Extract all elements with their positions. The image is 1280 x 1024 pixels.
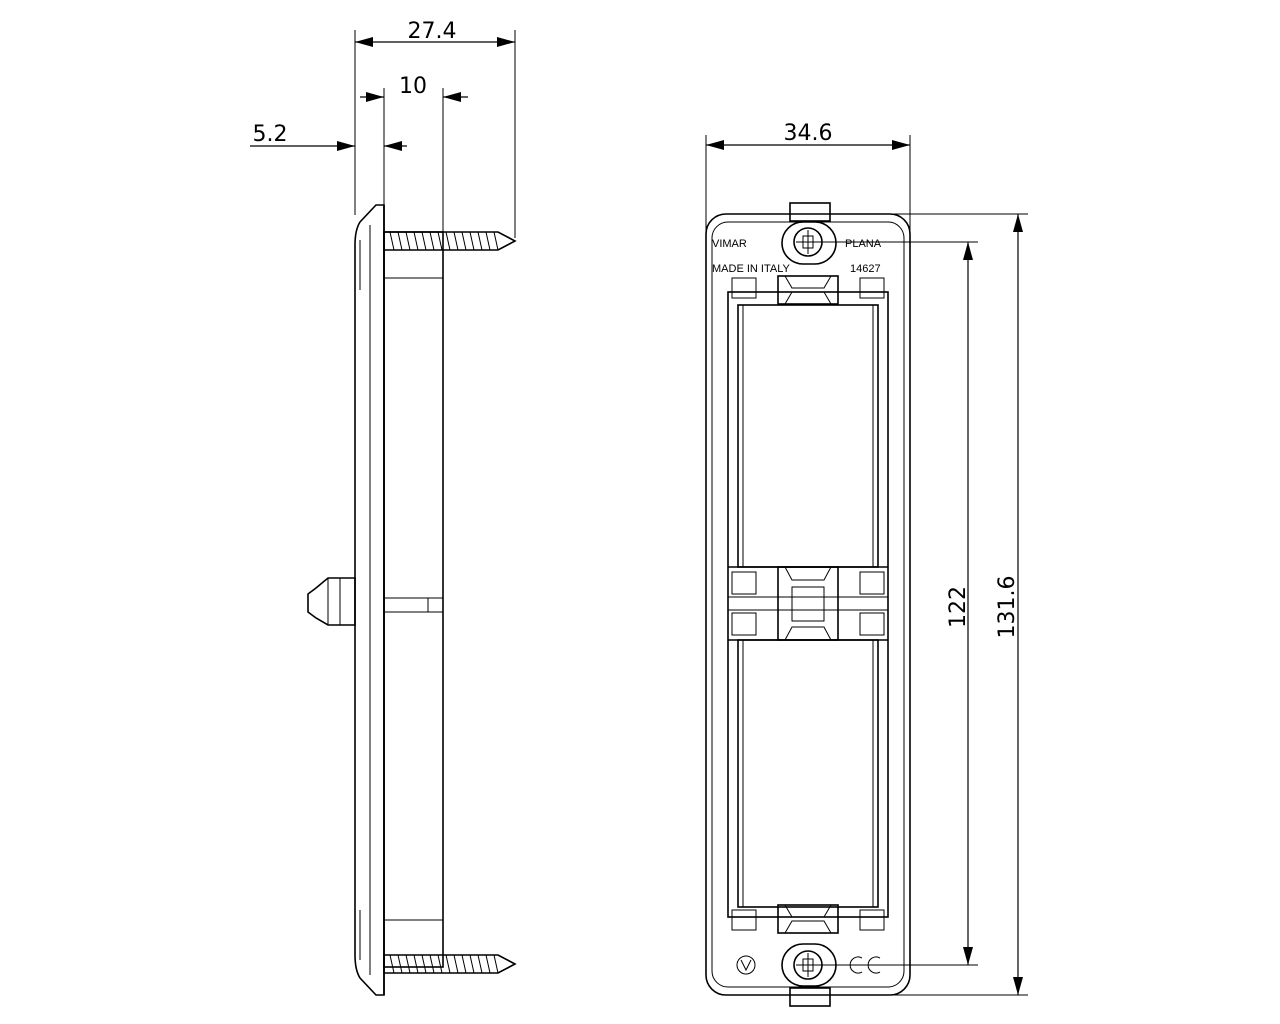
side-clip <box>307 577 356 626</box>
front-view: 34.6 122 131.6 <box>705 121 1028 1007</box>
brand-marking: VIMAR <box>712 238 747 250</box>
dimension-width: 34.6 <box>705 121 911 235</box>
bottom-screw-slot <box>781 943 837 987</box>
origin-marking: MADE IN ITALY <box>712 263 790 275</box>
bottom-tab <box>789 987 831 1007</box>
screw-spacing-label: 122 <box>946 586 971 628</box>
middle-crossbar <box>728 566 888 641</box>
dimension-body-depth: 10 <box>360 74 468 232</box>
dimension-overall-depth: 27.4 <box>354 19 516 238</box>
imq-mark-icon <box>736 955 756 975</box>
top-clips <box>731 275 885 305</box>
body-profile <box>383 205 444 995</box>
overall-depth-label: 27.4 <box>408 19 457 44</box>
top-tab <box>789 202 831 222</box>
body-depth-label: 10 <box>399 74 427 99</box>
bottom-screw <box>383 954 517 974</box>
ce-mark-icon <box>849 956 863 974</box>
bottom-clips <box>731 904 885 934</box>
certification-marks <box>736 955 881 975</box>
code-marking: 14627 <box>850 263 881 275</box>
series-marking: PLANA <box>845 238 882 250</box>
upper-module-opening <box>737 304 879 568</box>
frame-outline <box>705 213 911 996</box>
top-screw-slot <box>781 221 837 265</box>
dimension-plate-thickness: 5.2 <box>250 122 407 151</box>
plate-profile <box>354 204 385 996</box>
lower-module-opening <box>737 639 879 908</box>
width-label: 34.6 <box>784 121 833 146</box>
dimension-screw-spacing: 122 <box>808 241 978 966</box>
dimension-height: 131.6 <box>885 213 1028 996</box>
height-label: 131.6 <box>995 576 1020 639</box>
top-screw <box>383 231 517 251</box>
side-view: 27.4 10 5.2 <box>250 19 517 996</box>
product-markings: VIMAR PLANA MADE IN ITALY 14627 <box>712 238 882 275</box>
plate-thickness-label: 5.2 <box>253 122 288 147</box>
